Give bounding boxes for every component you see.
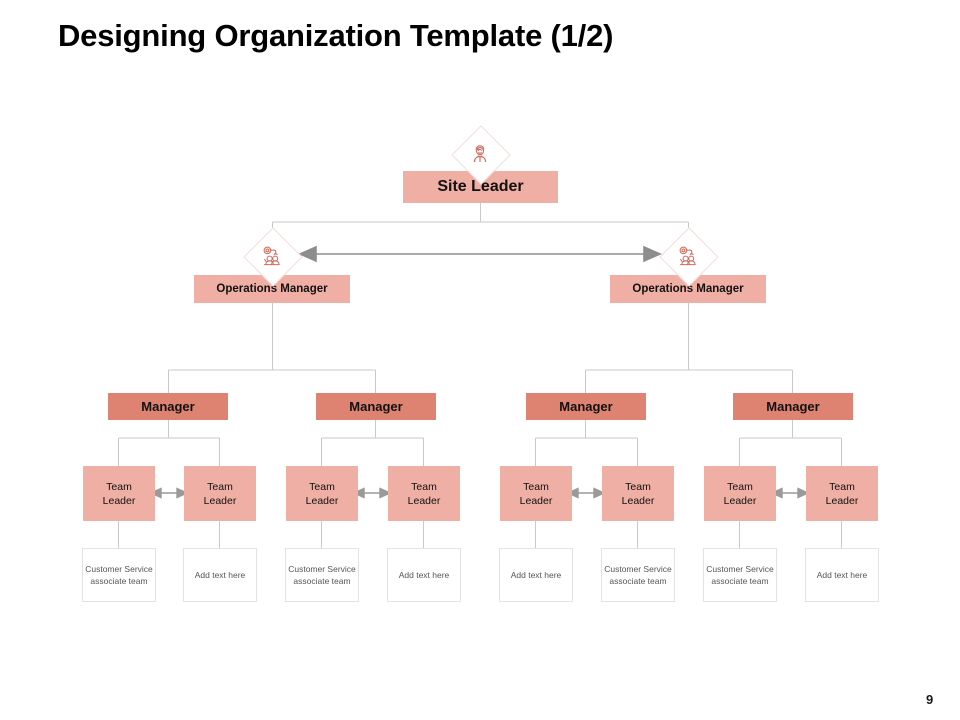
node-leaf-team-4-label: Add text here	[398, 569, 450, 580]
node-leaf-team-1-label: Customer Service associate team	[85, 563, 153, 587]
badge-operations-manager-2	[659, 227, 719, 287]
node-site-leader-label: Site Leader	[437, 178, 524, 195]
node-leaf-team-3[interactable]: Customer Service associate team	[285, 548, 359, 602]
badge-operations-manager-1	[243, 227, 303, 287]
node-leaf-team-4[interactable]: Add text here	[387, 548, 461, 602]
node-leaf-team-6-label: Customer Service associate team	[604, 563, 672, 587]
node-leaf-team-3-label: Customer Service associate team	[288, 563, 356, 587]
node-manager-2-label: Manager	[349, 399, 403, 414]
badge-site-leader	[451, 125, 511, 185]
node-team-leader-3-label: Team Leader	[305, 480, 339, 507]
node-leaf-team-5-label: Add text here	[510, 569, 562, 580]
node-team-leader-8-label: Team Leader	[825, 480, 859, 507]
node-team-leader-8[interactable]: Team Leader	[806, 466, 878, 521]
node-leaf-team-2-label: Add text here	[194, 569, 246, 580]
node-team-leader-4[interactable]: Team Leader	[388, 466, 460, 521]
node-leaf-team-7[interactable]: Customer Service associate team	[703, 548, 777, 602]
node-team-leader-4-label: Team Leader	[407, 480, 441, 507]
node-team-leader-5-label: Team Leader	[519, 480, 553, 507]
node-manager-3-label: Manager	[559, 399, 613, 414]
node-team-leader-7[interactable]: Team Leader	[704, 466, 776, 521]
node-manager-3[interactable]: Manager	[526, 393, 646, 420]
node-manager-4[interactable]: Manager	[733, 393, 853, 420]
node-leaf-team-5[interactable]: Add text here	[499, 548, 573, 602]
node-team-leader-2[interactable]: Team Leader	[184, 466, 256, 521]
lateral-arrow-operations	[298, 245, 662, 263]
team-communication-icon	[662, 230, 714, 282]
node-leaf-team-1[interactable]: Customer Service associate team	[82, 548, 156, 602]
node-team-leader-1-label: Team Leader	[102, 480, 136, 507]
node-leaf-team-8[interactable]: Add text here	[805, 548, 879, 602]
node-manager-1[interactable]: Manager	[108, 393, 228, 420]
person-avatar-icon	[454, 128, 506, 180]
node-leaf-team-7-label: Customer Service associate team	[706, 563, 774, 587]
node-manager-1-label: Manager	[141, 399, 195, 414]
node-team-leader-2-label: Team Leader	[203, 480, 237, 507]
node-leaf-team-8-label: Add text here	[816, 569, 868, 580]
node-team-leader-7-label: Team Leader	[723, 480, 757, 507]
page-number: 9	[926, 692, 934, 707]
team-communication-icon	[246, 230, 298, 282]
node-team-leader-3[interactable]: Team Leader	[286, 466, 358, 521]
node-site-leader[interactable]: Site Leader	[403, 171, 558, 203]
node-team-leader-6[interactable]: Team Leader	[602, 466, 674, 521]
page-title: Designing Organization Template (1/2)	[58, 18, 614, 53]
node-manager-2[interactable]: Manager	[316, 393, 436, 420]
node-team-leader-6-label: Team Leader	[621, 480, 655, 507]
node-manager-4-label: Manager	[766, 399, 820, 414]
node-team-leader-1[interactable]: Team Leader	[83, 466, 155, 521]
node-operations-manager-1-label: Operations Manager	[216, 283, 328, 295]
node-leaf-team-2[interactable]: Add text here	[183, 548, 257, 602]
node-team-leader-5[interactable]: Team Leader	[500, 466, 572, 521]
node-leaf-team-6[interactable]: Customer Service associate team	[601, 548, 675, 602]
node-operations-manager-2-label: Operations Manager	[632, 283, 744, 295]
